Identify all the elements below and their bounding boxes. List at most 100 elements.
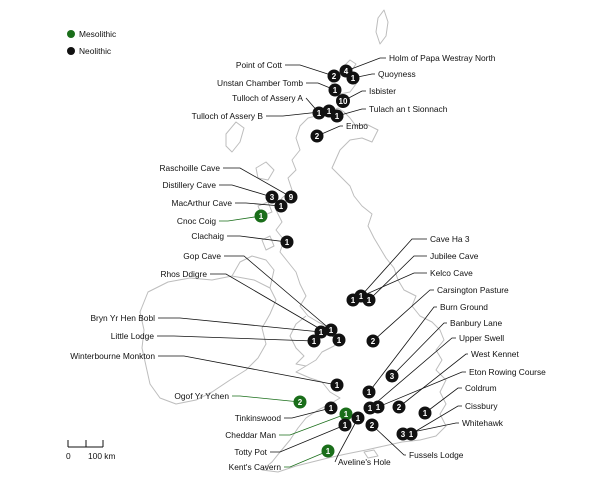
site-count-whitehawk: 3: [401, 430, 406, 439]
site-label-kelco-cave: Kelco Cave: [430, 268, 473, 278]
site-count-rhos-ddigre: 1: [337, 336, 342, 345]
site-marker-tulach-an-t-sionnach[interactable]: [330, 109, 344, 123]
islay-outline: [261, 235, 275, 251]
leader-line-clachaig: [227, 235, 288, 243]
site-marker-totty-pot[interactable]: [338, 418, 352, 432]
leader-line-holm-of-papa-westray-north: [345, 57, 386, 72]
legend-mesolithic-label: Mesolithic: [79, 29, 116, 39]
site-marker-raschoille-cave[interactable]: [284, 190, 298, 204]
leader-line-banbury-lane: [391, 322, 447, 377]
site-marker-isbister[interactable]: [336, 94, 350, 108]
site-marker-jubilee-cave[interactable]: [362, 293, 376, 307]
leader-line-tinkinswood: [284, 407, 332, 419]
site-label-whitehawk: Whitehawk: [462, 418, 504, 428]
site-count-distillery-cave: 3: [270, 193, 275, 202]
site-marker-gop-cave[interactable]: [324, 323, 338, 337]
site-count-embo: 2: [315, 132, 320, 141]
site-label-point-of-cott: Point of Cott: [236, 60, 283, 70]
site-marker-kent-s-cavern[interactable]: [321, 444, 335, 458]
ireland-outline: [139, 275, 277, 405]
leader-line-burn-ground: [368, 306, 437, 393]
site-label-macarthur-cave: MacArthur Cave: [171, 198, 232, 208]
site-count-burn-ground: 1: [367, 388, 372, 397]
site-label-cave-ha-3: Cave Ha 3: [430, 234, 470, 244]
site-marker-fussels-lodge[interactable]: [365, 418, 379, 432]
site-label-cissbury: Cissbury: [465, 401, 498, 411]
site-marker-quoyness[interactable]: [346, 71, 360, 85]
leader-line-cheddar-man: [279, 413, 347, 436]
site-count-ogof-yr-ychen: 2: [298, 398, 303, 407]
site-marker-unstan-chamber-tomb[interactable]: [328, 83, 342, 97]
site-label-aveline-s-hole: Aveline's Hole: [338, 457, 391, 467]
site-count-unstan-chamber-tomb: 1: [333, 86, 338, 95]
site-label-clachaig: Clachaig: [191, 231, 224, 241]
legend-neolithic-swatch: [67, 47, 75, 55]
site-marker-aveline-s-hole[interactable]: [351, 411, 365, 425]
site-label-fussels-lodge: Fussels Lodge: [409, 450, 464, 460]
leader-line-jubilee-cave: [368, 255, 427, 301]
site-marker-banbury-lane[interactable]: [385, 369, 399, 383]
site-marker-winterbourne-monkton[interactable]: [330, 378, 344, 392]
site-label-bryn-yr-hen-bobl: Bryn Yr Hen Bobl: [90, 313, 155, 323]
leader-line-eton-rowing-course: [377, 371, 466, 408]
site-label-unstan-chamber-tomb: Unstan Chamber Tomb: [217, 78, 303, 88]
site-marker-burn-ground[interactable]: [362, 385, 376, 399]
site-count-kent-s-cavern: 1: [326, 447, 331, 456]
site-label-holm-of-papa-westray-north: Holm of Papa Westray North: [389, 53, 496, 63]
leader-line-embo: [316, 125, 343, 137]
leader-line-aveline-s-hole: [334, 417, 359, 463]
site-marker-rhos-ddigre[interactable]: [332, 333, 346, 347]
skye-outline: [255, 161, 275, 181]
site-label-distillery-cave: Distillery Cave: [162, 180, 216, 190]
site-label-carsington-pasture: Carsington Pasture: [437, 285, 509, 295]
site-marker-kelco-cave[interactable]: [346, 293, 360, 307]
site-marker-whitehawk[interactable]: [396, 427, 410, 441]
site-marker-eton-rowing-course[interactable]: [371, 400, 385, 414]
site-label-eton-rowing-course: Eton Rowing Course: [469, 367, 546, 377]
site-label-jubilee-cave: Jubilee Cave: [430, 251, 479, 261]
site-marker-ogof-yr-ychen[interactable]: [293, 395, 307, 409]
wight-outline: [363, 449, 379, 459]
leader-line-west-kennet: [398, 353, 468, 408]
site-count-jubilee-cave: 1: [367, 296, 372, 305]
site-marker-embo[interactable]: [310, 129, 324, 143]
site-marker-carsington-pasture[interactable]: [366, 334, 380, 348]
great-britain-outline: [261, 107, 447, 473]
site-count-west-kennet: 2: [397, 403, 402, 412]
site-count-gop-cave: 1: [329, 326, 334, 335]
site-label-cheddar-man: Cheddar Man: [225, 430, 276, 440]
leader-line-carsington-pasture: [372, 289, 434, 342]
site-label-kent-s-cavern: Kent's Cavern: [229, 462, 282, 472]
site-marker-cheddar-man[interactable]: [339, 407, 353, 421]
site-count-raschoille-cave: 9: [289, 193, 294, 202]
site-label-totty-pot: Totty Pot: [234, 447, 267, 457]
site-marker-distillery-cave[interactable]: [265, 190, 279, 204]
site-marker-clachaig[interactable]: [280, 235, 294, 249]
leader-line-coldrum: [424, 387, 462, 414]
leader-line-ogof-yr-ychen: [232, 395, 301, 403]
site-marker-macarthur-cave[interactable]: [274, 199, 288, 213]
site-count-isbister: 10: [339, 97, 348, 106]
site-marker-tinkinswood[interactable]: [324, 401, 338, 415]
leader-line-raschoille-cave: [223, 167, 292, 198]
site-count-upper-swell: 1: [368, 404, 373, 413]
site-label-embo: Embo: [346, 121, 368, 131]
site-count-tulach-an-t-sionnach: 1: [335, 112, 340, 121]
site-marker-tulloch-of-assery-a[interactable]: [312, 106, 326, 120]
site-marker-little-lodge[interactable]: [307, 334, 321, 348]
site-label-tulloch-of-assery-a: Tulloch of Assery A: [232, 93, 303, 103]
site-label-banbury-lane: Banbury Lane: [450, 318, 502, 328]
site-count-eton-rowing-course: 1: [376, 403, 381, 412]
site-marker-coldrum[interactable]: [418, 406, 432, 420]
scale-bar-start-label: 0: [66, 451, 71, 461]
shetland-outline: [375, 9, 389, 45]
site-count-coldrum: 1: [423, 409, 428, 418]
site-marker-point-of-cott[interactable]: [327, 69, 341, 83]
site-marker-cnoc-coig[interactable]: [254, 209, 268, 223]
northern-ireland-outline: [231, 255, 275, 289]
legend: Mesolithic Neolithic: [67, 29, 116, 56]
site-marker-west-kennet[interactable]: [392, 400, 406, 414]
leader-line-rhos-ddigre: [210, 273, 340, 341]
site-marker-bryn-yr-hen-bobl[interactable]: [314, 325, 328, 339]
